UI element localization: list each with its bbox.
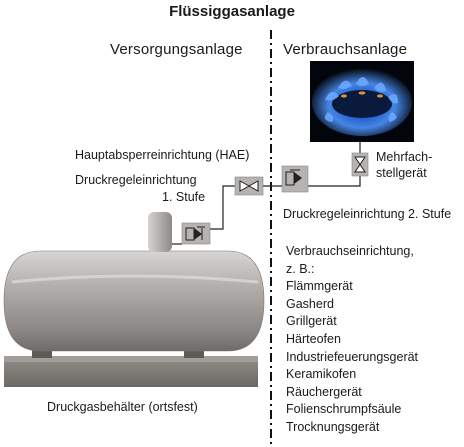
- main-shutoff-valve-symbol: [234, 176, 264, 196]
- list-item: Keramikofen: [286, 367, 357, 382]
- concrete-base: [4, 360, 258, 387]
- list-item: Industriefeuerungsgerät: [286, 349, 419, 364]
- diagram-title: Flüssiggasanlage: [169, 3, 295, 20]
- consumer-list-heading: Verbrauchseinrichtung,: [286, 244, 414, 258]
- list-item: Trocknungsgerät: [286, 419, 380, 434]
- label-hae: Hauptabsperreinrichtung (HAE): [75, 148, 250, 162]
- list-item: Flämmgerät: [286, 279, 353, 294]
- list-item: Gasherd: [286, 296, 334, 311]
- multifunction-device-symbol: [351, 152, 369, 177]
- regulator-stage2-symbol: [281, 165, 309, 193]
- list-item: Grillgerät: [286, 314, 337, 329]
- tank-body: [3, 250, 265, 352]
- consumer-list: Verbrauchseinrichtung, z. B.: Flämmgerät…: [286, 243, 418, 437]
- label-regulator-stage1: Druckregeleinrichtung: [75, 173, 197, 187]
- label-tank: Druckgasbehälter (ortsfest): [47, 400, 198, 414]
- list-item: Härteofen: [286, 331, 341, 346]
- list-item: Folienschrumpfsäule: [286, 402, 402, 417]
- list-item: Räuchergerät: [286, 384, 362, 399]
- section-label-consumer: Verbrauchsanlage: [283, 41, 408, 58]
- label-regulator-stage2: Druckregeleinrichtung 2. Stufe: [283, 207, 452, 221]
- label-regulator-stage1-line2: 1. Stufe: [162, 190, 206, 204]
- consumer-list-subheading: z. B.:: [286, 261, 315, 276]
- label-multifunction-device-line2: stellgerät: [376, 166, 427, 180]
- gas-pipe: [172, 142, 361, 245]
- burner-flame-image: [310, 61, 414, 142]
- tank-dome: [148, 212, 172, 252]
- label-multifunction-device: Mehrfach-: [376, 150, 433, 164]
- regulator-stage1-symbol: [181, 222, 211, 245]
- section-label-supply: Versorgungsanlage: [110, 41, 243, 58]
